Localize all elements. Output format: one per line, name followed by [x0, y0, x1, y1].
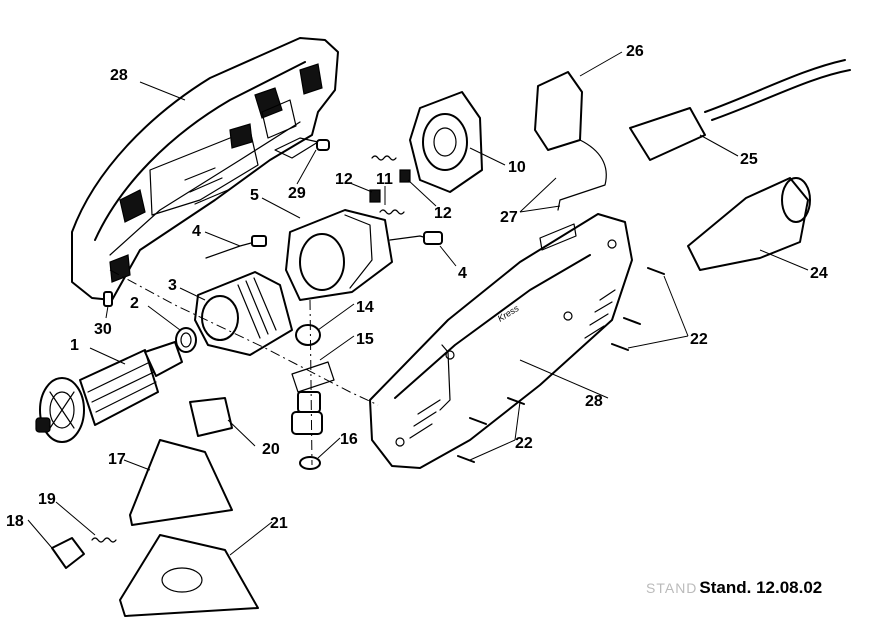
label-part-15: 15: [356, 331, 374, 348]
label-part-26: 26: [626, 43, 644, 60]
connector-cables: [205, 231, 443, 259]
label-part-2: 2: [130, 295, 139, 312]
label-part-12-right: 12: [434, 205, 452, 222]
gear-assembly: [291, 324, 335, 470]
label-part-28-left: 28: [110, 67, 128, 84]
label-part-10: 10: [508, 159, 526, 176]
label-part-5: 5: [250, 187, 259, 204]
leader-lines: [27, 51, 809, 556]
label-part-28-right: 28: [585, 393, 603, 410]
switch: [534, 71, 607, 211]
bearing-carrier: [409, 91, 483, 193]
housing-right-half: Kress: [369, 213, 633, 469]
label-part-21: 21: [270, 515, 288, 532]
assembly-axes: [109, 269, 379, 466]
brush-springs: [369, 155, 411, 215]
power-cable: [629, 59, 851, 161]
screws: [103, 267, 665, 463]
part-labels: 28 28 1 2 3 4 4 5 10 11 12 12 14 15 16 1…: [6, 43, 828, 532]
motor-housing: [285, 209, 393, 301]
label-part-4-left: 4: [192, 223, 201, 240]
label-part-1: 1: [70, 337, 79, 354]
label-part-14: 14: [356, 299, 374, 316]
bearing-ring: [175, 327, 197, 353]
label-part-3: 3: [168, 277, 177, 294]
label-part-19: 19: [38, 491, 56, 508]
label-part-11: 11: [376, 171, 393, 188]
field-coil: [194, 271, 293, 356]
label-part-17: 17: [108, 451, 126, 468]
label-part-29: 29: [288, 185, 306, 202]
stamp-date: Stand. 12.08.02: [699, 578, 823, 597]
label-part-4-right: 4: [458, 265, 467, 282]
label-part-22-lower: 22: [515, 435, 533, 452]
armature: [35, 341, 183, 443]
dust-adaptor: [687, 177, 811, 271]
stamp-faint-text: STAND: [646, 580, 698, 596]
label-part-27: 27: [500, 209, 518, 226]
housing-left-half: [71, 37, 339, 301]
label-part-16: 16: [340, 431, 358, 448]
label-part-18: 18: [6, 513, 24, 530]
label-part-30: 30: [94, 321, 112, 338]
label-part-24: 24: [810, 265, 828, 282]
label-part-25: 25: [740, 151, 758, 168]
label-part-22-upper: 22: [690, 331, 708, 348]
base-plate-assembly: [51, 397, 259, 617]
label-part-12-left: 12: [335, 171, 353, 188]
label-part-20: 20: [262, 441, 280, 458]
